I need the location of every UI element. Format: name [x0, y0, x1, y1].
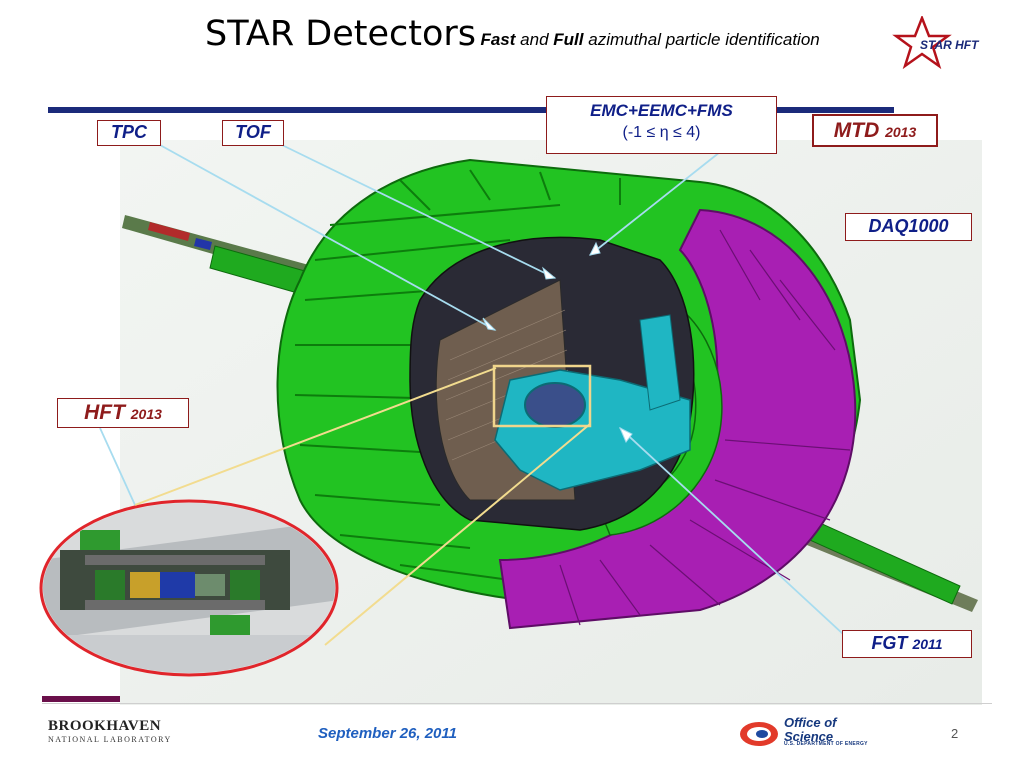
label-fgt: FGT 2011	[842, 630, 972, 658]
title-full: Full	[553, 30, 584, 49]
label-tof: TOF	[222, 120, 284, 146]
label-hft: HFT 2013	[57, 398, 189, 428]
label-hft-year: 2013	[130, 406, 162, 422]
page-number: 2	[951, 726, 959, 741]
label-fgt-text: FGT	[871, 633, 908, 653]
title-subtitle: Fast and Full azimuthal particle identif…	[480, 30, 819, 49]
label-mtd-text: MTD	[833, 119, 880, 142]
brookhaven-logo: BROOKHAVEN NATIONAL LABORATORY	[48, 718, 172, 744]
header-rule	[48, 107, 894, 113]
label-tpc-text: TPC	[111, 122, 147, 142]
label-mtd-year: 2013	[885, 124, 917, 140]
label-mtd: MTD 2013	[812, 114, 938, 147]
doe-swirl-icon	[740, 722, 778, 746]
zoom-lines	[134, 367, 591, 646]
label-fgt-year: 2011	[912, 636, 943, 652]
office-of-science-logo: Office of Science U.S. DEPARTMENT OF ENE…	[738, 716, 878, 756]
hft-zoom-box	[492, 364, 592, 428]
label-emc-text: EMC+EEMC+FMS	[590, 101, 733, 120]
title-and: and	[520, 30, 549, 49]
doe-department: U.S. DEPARTMENT OF ENERGY	[784, 741, 868, 747]
title-rest: azimuthal particle identification	[588, 30, 820, 49]
barrel-segments	[294, 169, 621, 581]
label-daq: DAQ1000	[845, 213, 972, 241]
label-hft-text: HFT	[84, 401, 125, 424]
doe-line1: Office of	[784, 715, 837, 730]
bnl-name: BROOKHAVEN	[48, 718, 162, 734]
magenta-endcap	[498, 208, 857, 630]
label-tof-text: TOF	[235, 122, 271, 142]
hft-core	[524, 382, 586, 428]
bnl-subtitle: NATIONAL LABORATORY	[48, 735, 172, 744]
label-emc-range: (-1 ≤ η ≤ 4)	[622, 124, 701, 141]
hft-zoom-inset	[39, 499, 339, 677]
slide-title: STAR Detectors Fast and Full azimuthal p…	[205, 14, 820, 54]
pointer-lines	[99, 144, 844, 635]
doe-title: Office of Science	[784, 716, 837, 744]
star-logo-icon	[892, 16, 952, 70]
star-hft-logo: STAR HFT	[892, 16, 980, 70]
label-daq-text: DAQ1000	[868, 216, 949, 236]
footer-accent-bar	[42, 696, 120, 702]
title-main: STAR Detectors	[205, 14, 477, 54]
label-tpc: TPC	[97, 120, 161, 146]
title-fast: Fast	[480, 30, 516, 49]
doe-line2: Science	[784, 729, 834, 744]
footer-divider	[42, 703, 992, 704]
endcap-segments	[559, 229, 851, 626]
pointer-arrowheads	[482, 241, 633, 443]
logo-text: STAR HFT	[920, 38, 980, 52]
label-emc: EMC+EEMC+FMS (-1 ≤ η ≤ 4)	[546, 96, 777, 154]
footer-date: September 26, 2011	[318, 725, 457, 742]
cyan-upper-structure	[639, 314, 681, 411]
